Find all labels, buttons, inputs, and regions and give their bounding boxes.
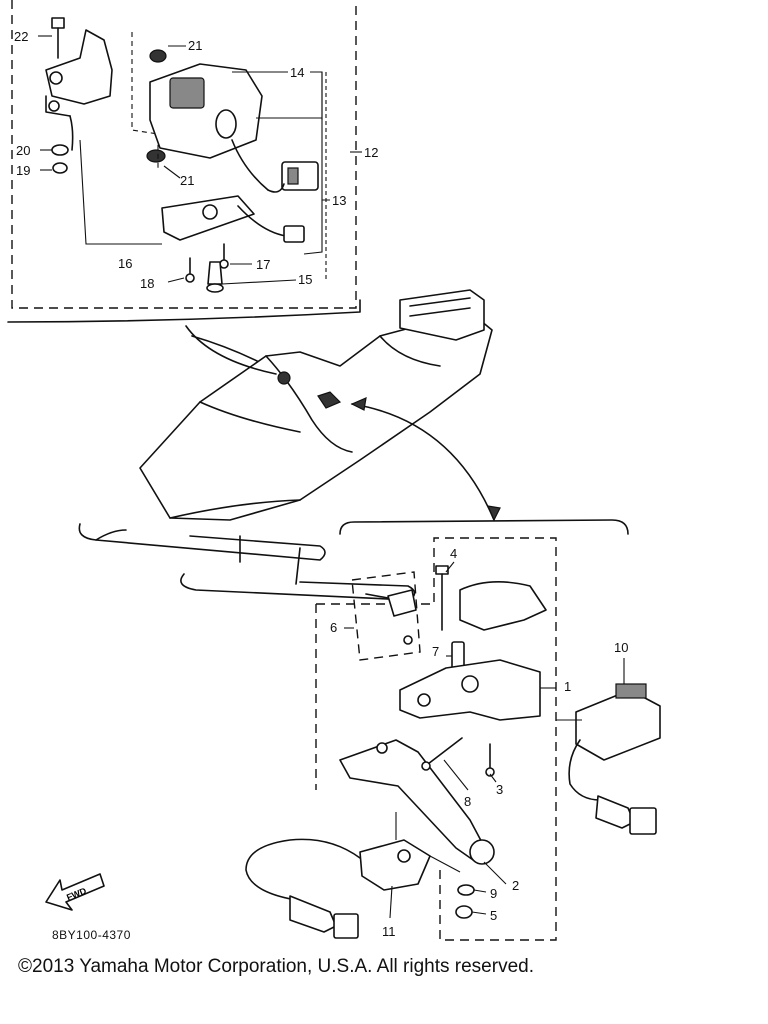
callout-22: 22: [14, 29, 28, 44]
bracket: [45, 29, 113, 151]
callout-12: 12: [364, 145, 378, 160]
bolt-22: [51, 17, 65, 59]
callout-8: 8: [464, 794, 471, 809]
lever-bracket: [399, 659, 541, 721]
callout-3: 3: [496, 782, 503, 797]
switch-plate: [161, 195, 305, 243]
bottom-inset: [315, 519, 629, 941]
throttle-housing: [149, 63, 269, 191]
callout-20: 20: [16, 143, 30, 158]
sleeve-7: [451, 641, 465, 669]
callout-13: 13: [332, 193, 346, 208]
connector-top: [267, 161, 319, 193]
leader-lines-bottom: [344, 561, 625, 919]
callout-17: 17: [256, 257, 270, 272]
fwd-arrow-icon: FWD: [45, 873, 105, 911]
callout-14: 14: [290, 65, 304, 80]
callout-21-top: 21: [188, 38, 202, 53]
callout-19: 19: [16, 163, 30, 178]
callout-11: 11: [382, 924, 396, 939]
switch-6: [365, 589, 417, 645]
washer-20: [51, 144, 69, 156]
leader-lines-top: [38, 35, 362, 285]
lever-cover: [459, 581, 547, 631]
callout-4: 4: [450, 546, 457, 561]
callout-6: 6: [330, 620, 337, 635]
grommet-21-bottom: [146, 149, 166, 163]
callout-16: 16: [118, 256, 132, 271]
callout-1: 1: [564, 679, 571, 694]
screw-18: [185, 257, 195, 283]
copyright-notice: ©2013 Yamaha Motor Corporation, U.S.A. A…: [18, 956, 534, 977]
grommet-21-top: [149, 49, 167, 63]
screw-15: [206, 261, 224, 293]
callout-7: 7: [432, 644, 439, 659]
callout-10: 10: [614, 640, 628, 655]
bolt-4: [435, 565, 449, 631]
screw-17: [219, 243, 229, 269]
washer-9: [457, 884, 475, 896]
screw-3: [485, 743, 495, 777]
callout-2: 2: [512, 878, 519, 893]
brake-switch: [245, 838, 431, 939]
control-module: [568, 683, 661, 835]
nut-19: [52, 162, 68, 174]
nut-5: [455, 905, 473, 919]
diagram-code: 8BY100-4370: [52, 928, 131, 942]
brake-lever: [339, 739, 495, 865]
callout-21-bottom: 21: [180, 173, 194, 188]
snowmobile: [78, 289, 493, 601]
top-inset: [7, 0, 361, 323]
callout-5: 5: [490, 908, 497, 923]
callout-18: 18: [140, 276, 154, 291]
callout-9: 9: [490, 886, 497, 901]
screw-8: [421, 737, 463, 771]
callout-15: 15: [298, 272, 312, 287]
pointer-arrows: [185, 325, 501, 522]
